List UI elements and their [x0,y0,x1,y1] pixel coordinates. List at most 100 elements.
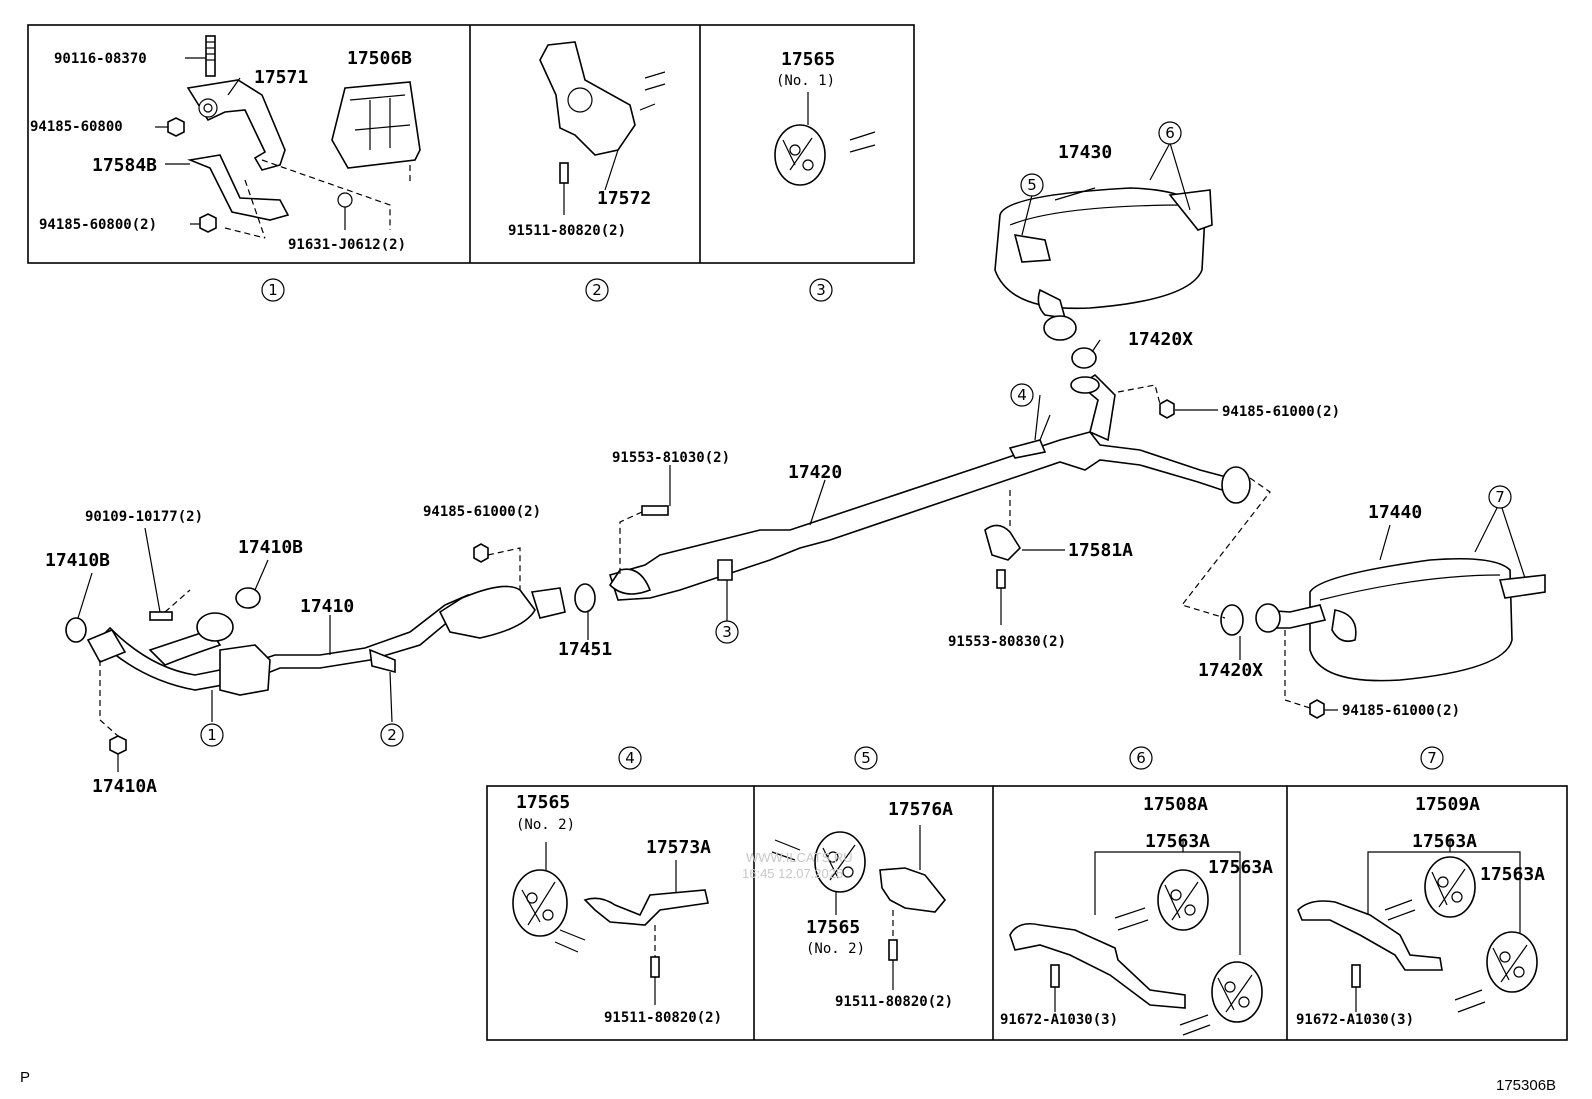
label-17509A: 17509A [1415,794,1480,815]
ref-marker-7-box [1420,746,1444,770]
ref-marker-4-box [618,746,642,770]
nut-94185-61000-top [1159,399,1175,419]
detail-box-5 [771,825,947,990]
detail-box-7 [1297,840,1538,1013]
ref-marker-6-muffler [1158,121,1182,145]
watermark-line1: WWW.ILCATS.RU [746,850,853,865]
bolt-91672-box6 [1050,964,1060,988]
ref-5-box: 5 [861,749,871,767]
cushion-17563A-7a [1424,856,1476,918]
ref-2-top: 2 [592,281,602,299]
bolt-91672-box7 [1351,964,1361,988]
label-17508A: 17508A [1143,794,1208,815]
bolt-91553-81030 [641,505,669,516]
label-17410B-left: 17410B [45,550,110,571]
label-17565-no1: 17565 [781,49,835,70]
label-17563A-6b: 17563A [1208,857,1273,878]
detail-box-1 [167,35,421,239]
ref-marker-2-top [585,278,609,302]
label-91553-80830: 91553-80830(2) [948,634,1066,650]
bolt-91553-80830 [996,569,1006,589]
ref-6-box: 6 [1136,749,1146,767]
bracket-17509A [1297,900,1443,971]
bottom-detail-panel [486,785,1568,1041]
bracket-17573A [583,889,709,926]
bolt-91631 [337,192,353,208]
stud-bolt [205,35,216,77]
label-91672-A1030-box7: 91672-A1030(3) [1296,1012,1414,1028]
ref-6-muffler: 6 [1165,124,1175,142]
ref-4-box: 4 [625,749,635,767]
detail-box-3 [774,92,876,186]
label-91672-A1030-box6: 91672-A1030(3) [1000,1012,1118,1028]
leader-lines [77,57,1526,772]
ref-marker-2-pipe [380,723,404,747]
ref-1-top: 1 [268,281,278,299]
ref-marker-3-pipe [715,620,739,644]
label-17565-box5: 17565 [806,917,860,938]
label-17576A: 17576A [888,799,953,820]
watermark-line2: 16:45 12.07.2025 [742,866,843,881]
label-17563A-6a: 17563A [1145,831,1210,852]
detail-box-6 [1009,840,1263,1036]
drawing-number: 175306B [1496,1077,1556,1094]
detail-box-2 [539,41,666,215]
label-94185-60800: 94185-60800 [30,119,123,135]
nut-94185-60800 [167,117,185,137]
ref-marker-5-box [854,746,878,770]
ref-marker-4-pipe [1010,383,1034,407]
bolt-90109 [149,611,173,621]
ref-marker-5-muffler [1020,173,1044,197]
hanger-17565-no2-box4 [512,869,568,937]
label-17451: 17451 [558,639,612,660]
ref-7-box: 7 [1427,749,1437,767]
ref-5-muffler: 5 [1027,176,1037,194]
bolt-91511-box4 [650,956,660,978]
corner-label-left: P [20,1069,30,1086]
ref-3-pipe: 3 [722,623,732,641]
label-91511-80820-box2: 91511-80820(2) [508,223,626,239]
heat-insulator-17506B [331,81,421,169]
ref-marker-3-top [809,278,833,302]
label-94185-61000-bottom: 94185-61000(2) [1342,703,1460,719]
bolt-91511-box5 [888,939,898,961]
label-17430: 17430 [1058,142,1112,163]
label-17440: 17440 [1368,502,1422,523]
label-17420X-bottom: 17420X [1198,660,1263,681]
reference-markers: 1 2 3 5 6 4 3 7 1 2 4 5 6 7 [200,121,1512,770]
label-17565-box4: 17565 [516,792,570,813]
hanger-17581A [984,524,1022,561]
ref-4-pipe: 4 [1017,386,1027,404]
ref-3-top: 3 [816,281,826,299]
ref-marker-6-box [1129,746,1153,770]
bracket-17584B [187,154,290,221]
label-17573A: 17573A [646,837,711,858]
center-pipe-17420 [608,373,1251,601]
gasket-17451 [574,583,596,613]
label-17584B: 17584B [92,155,157,176]
label-17506B: 17506B [347,48,412,69]
label-no2-box4: (No. 2) [516,817,575,833]
bracket-17571 [186,79,286,171]
nut-94185-60800-2 [199,213,217,233]
muffler-17430 [994,187,1213,341]
cushion-17563A-7b [1486,931,1538,993]
cushion-17563A-6b [1211,961,1263,1023]
label-17410A: 17410A [92,776,157,797]
gasket-17420X-top [1071,347,1097,369]
bolt-91511-box2 [559,162,569,184]
ref-marker-7-muffler [1488,485,1512,509]
front-pipe-17410 [65,585,566,696]
bracket-17576A [879,867,947,913]
top-detail-panel [27,24,915,264]
label-17410: 17410 [300,596,354,617]
label-94185-60800-2: 94185-60800(2) [39,217,157,233]
label-no2-box5: (No. 2) [806,941,865,957]
label-94185-61000-top: 94185-61000(2) [1222,404,1340,420]
label-90109-10177: 90109-10177(2) [85,509,203,525]
label-91553-81030: 91553-81030(2) [612,450,730,466]
label-94185-61000-mid: 94185-61000(2) [423,504,541,520]
label-91511-80820-box4: 91511-80820(2) [604,1010,722,1026]
ref-7-muffler: 7 [1495,488,1505,506]
